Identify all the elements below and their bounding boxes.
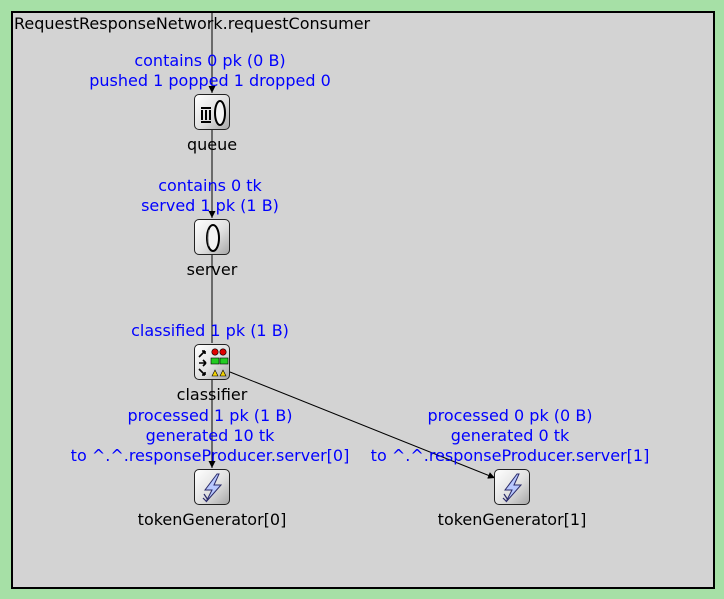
classifier-stat-line: classified 1 pk (1 B) [131,321,289,340]
network-title: RequestResponseNetwork.requestConsumer [14,14,371,33]
token-generator-1-module[interactable] [494,469,530,505]
queue-stat-line: pushed 1 popped 1 dropped 0 [89,71,331,90]
network-canvas [11,11,715,589]
token-generator-0-label: tokenGenerator[0] [137,510,287,529]
token-generator-0-module[interactable] [194,469,230,505]
classifier-label: classifier [176,385,248,404]
token-generator-0-stat-line: generated 10 tk [145,426,275,445]
lightning-icon [202,473,223,503]
server-module[interactable] [194,219,230,255]
lightning-icon [502,473,523,503]
token-generator-0-stat-line: to ^.^.responseProducer.server[0] [70,446,350,465]
queue-label: queue [186,135,238,154]
classifier-module[interactable] [194,344,230,380]
token-generator-1-stat-line: generated 0 tk [450,426,570,445]
queue-module[interactable] [194,94,230,130]
token-generator-1-label: tokenGenerator[1] [437,510,587,529]
classifier-icon [198,348,229,377]
token-generator-1-stat-line: to ^.^.responseProducer.server[1] [370,446,650,465]
token-generator-1-stat-line: processed 0 pk (0 B) [427,406,593,425]
server-label: server [186,260,238,279]
server-stat-line: contains 0 tk [158,176,262,195]
queue-stat-line: contains 0 pk (0 B) [134,51,286,70]
token-generator-0-stat-line: processed 1 pk (1 B) [127,406,293,425]
queue-icon [201,100,226,126]
server-stat-line: served 1 pk (1 B) [141,196,279,215]
server-icon [206,224,220,252]
connection-classifier-to-token-generator-1 [229,371,496,479]
